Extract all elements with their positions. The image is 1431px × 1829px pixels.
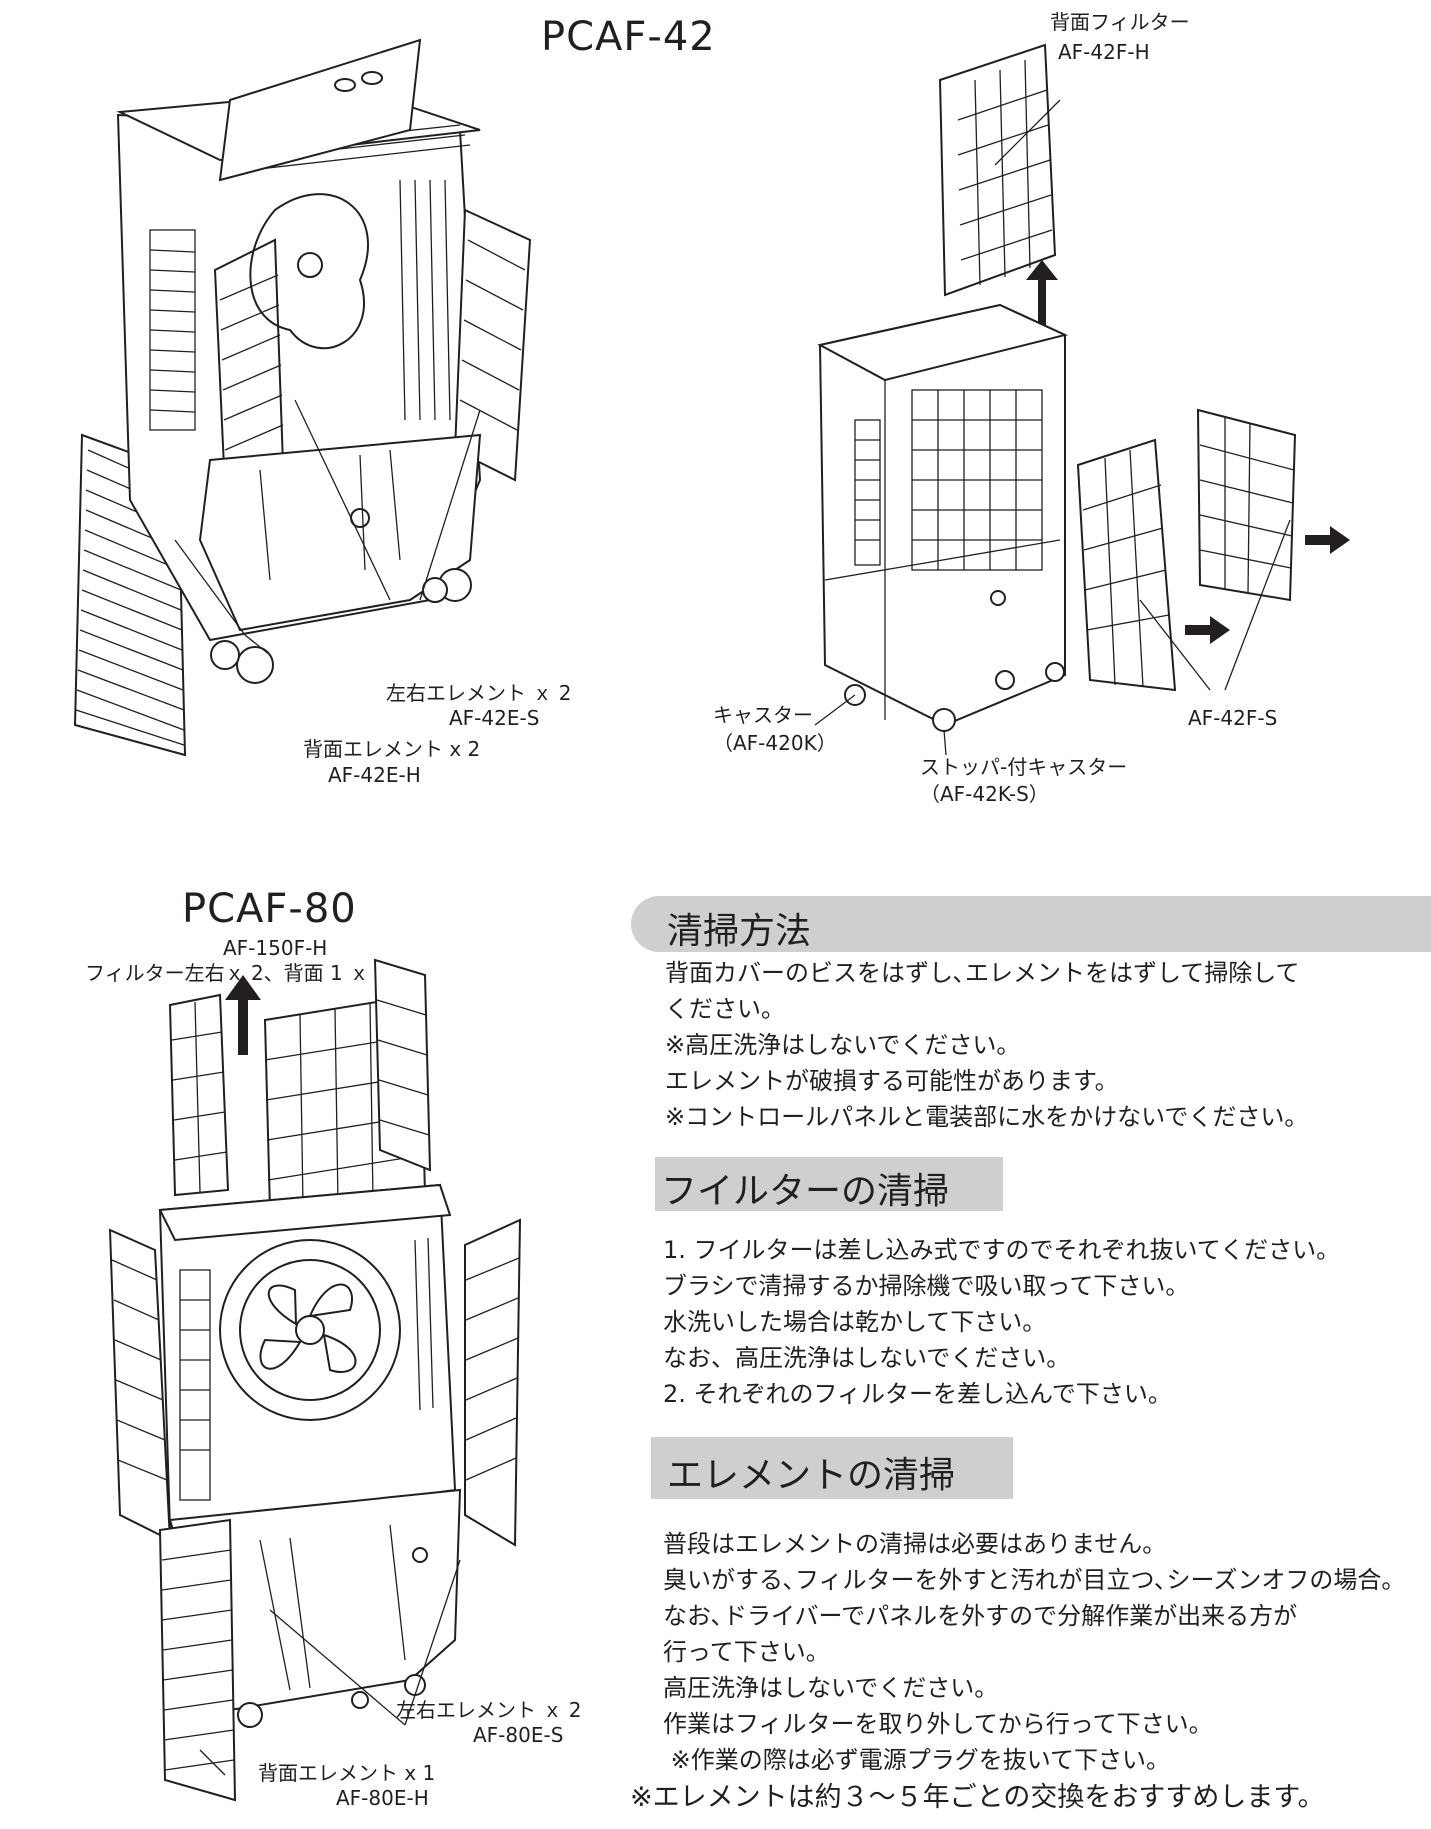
pcaf80-filter-code: AF-150F-H xyxy=(223,936,328,960)
pcaf42-side-element-label: 左右エレメント ｘ 2 xyxy=(386,681,572,705)
text-line: 普段はエレメントの清掃は必要はありません。 xyxy=(663,1530,1167,1558)
filter-cleaning-text: 1. フイルターは差し込み式ですのでそれぞれ抜いてください。 ブラシで清掃するか… xyxy=(663,1232,1340,1412)
pcaf80-side-element-label: 左右エレメント ｘ 2 xyxy=(396,1698,582,1722)
pcaf80-filter-count: フィルター左右ｘ 2、背面 1 ｘ xyxy=(85,961,370,985)
cleaning-method-header: 清掃方法 xyxy=(631,896,1431,952)
pcaf80-unit-illustration xyxy=(108,958,522,1802)
text-line: なお、高圧洗浄はしないでください。 xyxy=(663,1344,1071,1372)
pcaf42-back-element-code: AF-42E-H xyxy=(328,763,421,787)
cleaning-method-text: 背面カバーのビスをはずし､エレメントをはずして掃除して ください。 ※高圧洗浄は… xyxy=(665,955,1308,1135)
cleaning-method-heading: 清掃方法 xyxy=(667,911,812,952)
text-line: ※コントロールパネルと電装部に水をかけないでください。 xyxy=(665,1103,1309,1131)
pcaf42-title: PCAF-42 xyxy=(541,14,716,60)
text-line: 行って下さい。 xyxy=(663,1638,830,1666)
stopper-caster-code: （AF-42K-S） xyxy=(920,782,1049,806)
text-line: 水洗いした場合は乾かして下さい。 xyxy=(663,1308,1047,1336)
pcaf80-back-element-label: 背面エレメント x 1 xyxy=(258,1761,436,1785)
text-line: 背面カバーのビスをはずし､エレメントをはずして掃除して xyxy=(665,959,1300,987)
text-line: 2. それぞれのフィルターを差し込んで下さい。 xyxy=(663,1380,1172,1408)
text-line: ※作業の際は必ず電源プラグを抜いて下さい。 xyxy=(663,1746,1171,1774)
text-line: ブラシで清掃するか掃除機で吸い取って下さい。 xyxy=(663,1272,1190,1300)
pcaf80-back-element-code: AF-80E-H xyxy=(336,1786,429,1810)
text-line: 1. フイルターは差し込み式ですのでそれぞれ抜いてください。 xyxy=(663,1236,1341,1264)
pcaf80-side-element-code: AF-80E-S xyxy=(473,1723,564,1747)
text-line: 臭いがする､フィルターを外すと汚れが目立つ､シーズンオフの場合。 xyxy=(663,1566,1406,1594)
caster-label: キャスター xyxy=(713,703,813,727)
pcaf42-back-element-label: 背面エレメント x 2 xyxy=(303,737,481,761)
filter-cleaning-header: フイルターの清掃 xyxy=(655,1157,1003,1212)
pcaf42-filters-illustration xyxy=(814,43,1350,756)
element-replacement-note: ※エレメントは約３～５年ごとの交換をおすすめします。 xyxy=(630,1782,1325,1813)
filter-cleaning-heading: フイルターの清掃 xyxy=(661,1171,950,1212)
text-line: なお､ドライバーでパネルを外すので分解作業が出来る方が xyxy=(663,1602,1298,1630)
element-cleaning-heading: エレメントの清掃 xyxy=(667,1455,956,1496)
pcaf42-side-element-code: AF-42E-S xyxy=(449,706,540,730)
text-line: ※高圧洗浄はしないでください。 xyxy=(665,1031,1021,1059)
pcaf80-title: PCAF-80 xyxy=(182,886,357,932)
pcaf42-back-filter-code: AF-42F-H xyxy=(1058,40,1150,64)
pcaf42-side-filter-code: AF-42F-S xyxy=(1188,706,1278,730)
pcaf42-back-filter-label: 背面フィルター xyxy=(1050,10,1190,34)
element-cleaning-header: エレメントの清掃 xyxy=(651,1437,1013,1499)
pcaf42-unit-illustration xyxy=(73,38,532,757)
text-line: エレメントが破損する可能性があります。 xyxy=(665,1067,1119,1095)
caster-code: （AF-420K） xyxy=(713,731,837,755)
stopper-caster-label: ストッパ-付キャスター xyxy=(920,755,1128,779)
element-cleaning-text: 普段はエレメントの清掃は必要はありません。 臭いがする､フィルターを外すと汚れが… xyxy=(663,1526,1405,1778)
text-line: 作業はフィルターを取り外してから行って下さい。 xyxy=(663,1710,1213,1738)
text-line: 高圧洗浄はしないでください。 xyxy=(663,1674,999,1702)
text-line: ください。 xyxy=(665,995,785,1023)
